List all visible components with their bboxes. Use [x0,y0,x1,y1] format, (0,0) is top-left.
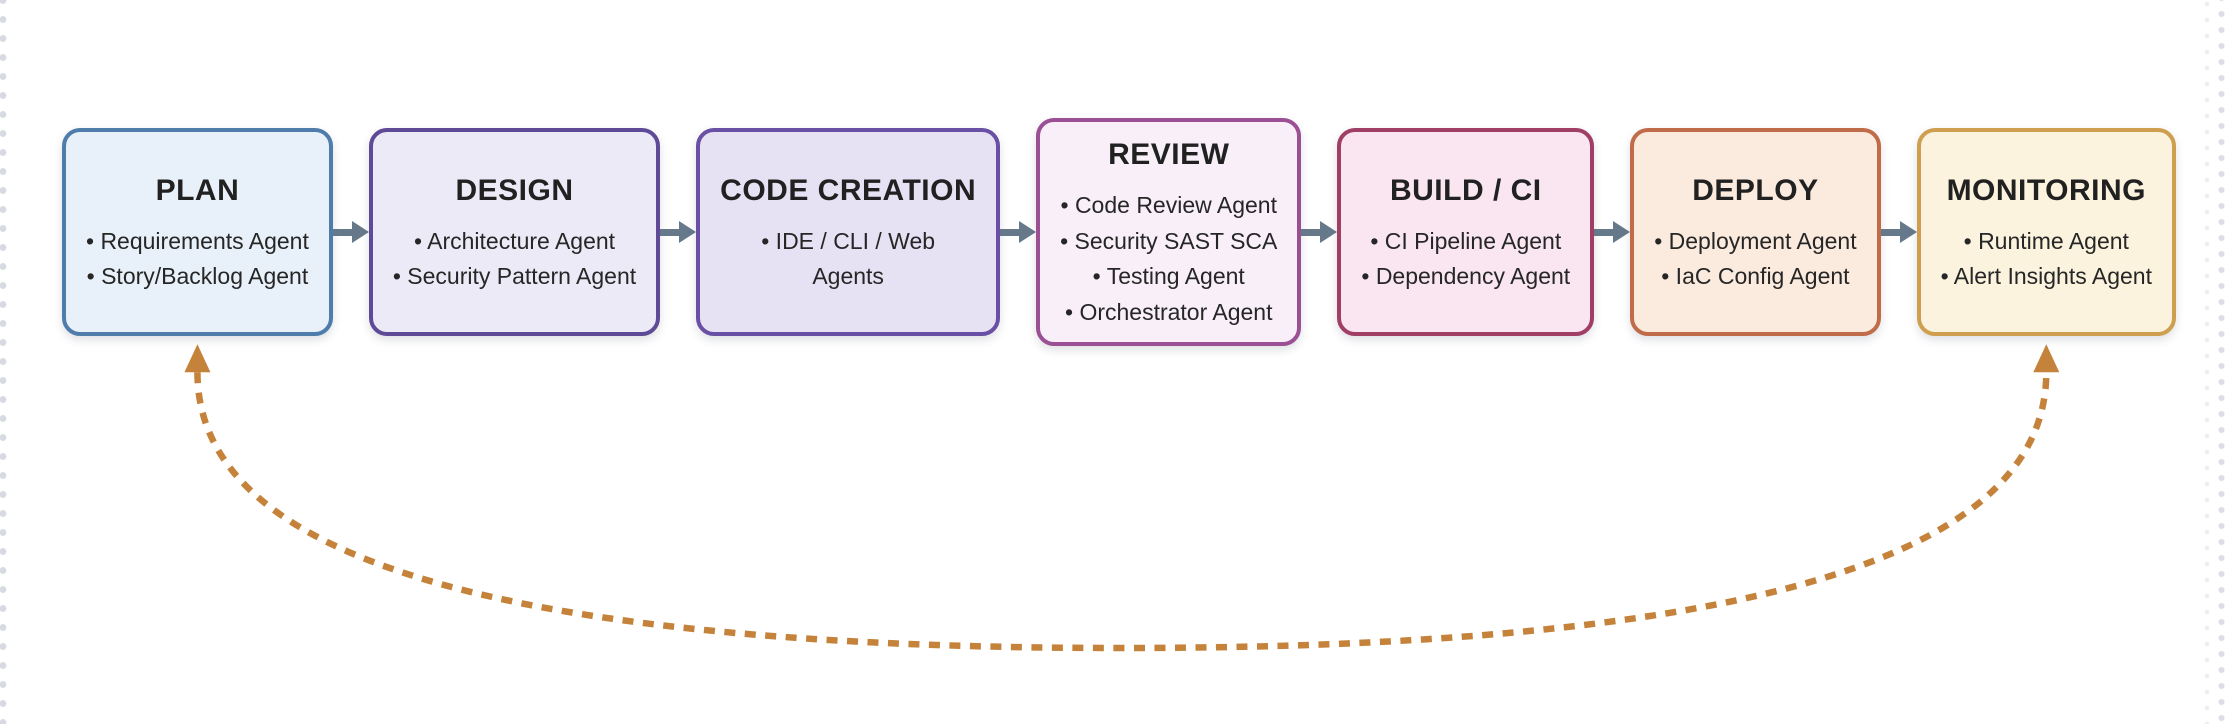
bullet-item: • Security Pattern Agent [392,263,637,290]
bullet-item: • Runtime Agent [1963,227,2129,254]
arrow-head-icon [1613,221,1631,244]
feedback-arrowhead-icon [2033,344,2060,373]
stage-deploy: DEPLOY • Deployment Agent • IaC Config Ag… [1630,128,1881,337]
arrow-head-icon [679,221,697,244]
arrow-line [1880,228,1900,236]
right-dotted-edge [2216,0,2227,724]
bullet-item: • Deployment Agent [1654,227,1857,254]
arrow-head-icon [1899,221,1917,244]
stage-title: PLAN [155,173,240,207]
stage-title: BUILD / CI [1389,173,1542,207]
arrow-head-icon [1320,221,1338,244]
stage-title: MONITORING [1946,173,2147,207]
arrow-line [1301,228,1321,236]
bullet-item: • IaC Config Agent [1661,263,1850,290]
arrow-line [660,228,680,236]
bullet-item: Agents [812,263,884,290]
flow-arrow [1594,221,1631,244]
stage-review: REVIEW • Code Review Agent • Security SAS… [1036,118,1302,347]
stage-title: DESIGN [455,173,574,207]
bullet-item: • Dependency Agent [1361,263,1571,290]
bullet-item: • CI Pipeline Agent [1370,227,1562,254]
arrow-head-icon [351,221,369,244]
stage-title: DEPLOY [1692,173,1819,207]
flow-arrow [1880,221,1917,244]
bullet-item: • Architecture Agent [413,227,616,254]
stage-title: REVIEW [1108,138,1230,171]
stage-monitoring: MONITORING • Runtime Agent • Alert Insigh… [1916,128,2176,337]
bullet-item: • Alert Insights Agent [1940,263,2152,290]
feedback-arrowhead-icon [184,344,211,373]
stage-bullet-list: • Architecture Agent • Security Pattern A… [393,228,636,291]
flow-arrow [1000,221,1037,244]
arrow-line [1594,228,1614,236]
bullet-item: • Story/Backlog Agent [86,263,309,290]
stage-plan: PLAN • Requirements Agent • Story/Backlog… [62,128,333,337]
arrow-line [332,228,352,236]
flow-arrow [1301,221,1338,244]
stage-title: CODE CREATION [720,173,977,207]
flow-arrow [660,221,697,244]
bullet-item: • Code Review Agent [1060,192,1277,218]
stage-bullet-list: • Runtime Agent • Alert Insights Agent [1941,228,2152,291]
bullet-item: • Orchestrator Agent [1065,298,1273,325]
flow-arrow [332,221,369,244]
stage-build-ci: BUILD / CI • CI Pipeline Agent • Dependen… [1337,128,1595,337]
stage-bullet-list: • Deployment Agent • IaC Config Agent [1654,228,1856,291]
feedback-dashed-path [194,372,2050,652]
pipeline-flow: PLAN • Requirements Agent • Story/Backlog… [62,118,2176,347]
bullet-item: • Testing Agent [1092,263,1245,290]
arrow-line [1000,228,1020,236]
bullet-item: • Requirements Agent [86,227,309,254]
arrow-head-icon [1019,221,1037,244]
bullet-item: • IDE / CLI / Web [761,227,936,254]
right-dotted-edge-faint [2202,0,2212,724]
left-dotted-edge [0,0,10,724]
bullet-item: • Security SAST SCA [1060,227,1278,254]
stage-bullet-list: • Code Review Agent • Security SAST SCA • … [1060,192,1277,326]
stage-bullet-list: • CI Pipeline Agent • Dependency Agent [1361,228,1570,291]
stage-bullet-list: • Requirements Agent • Story/Backlog Agen… [86,228,309,291]
stage-design: DESIGN • Architecture Agent • Security Pa… [368,128,661,337]
